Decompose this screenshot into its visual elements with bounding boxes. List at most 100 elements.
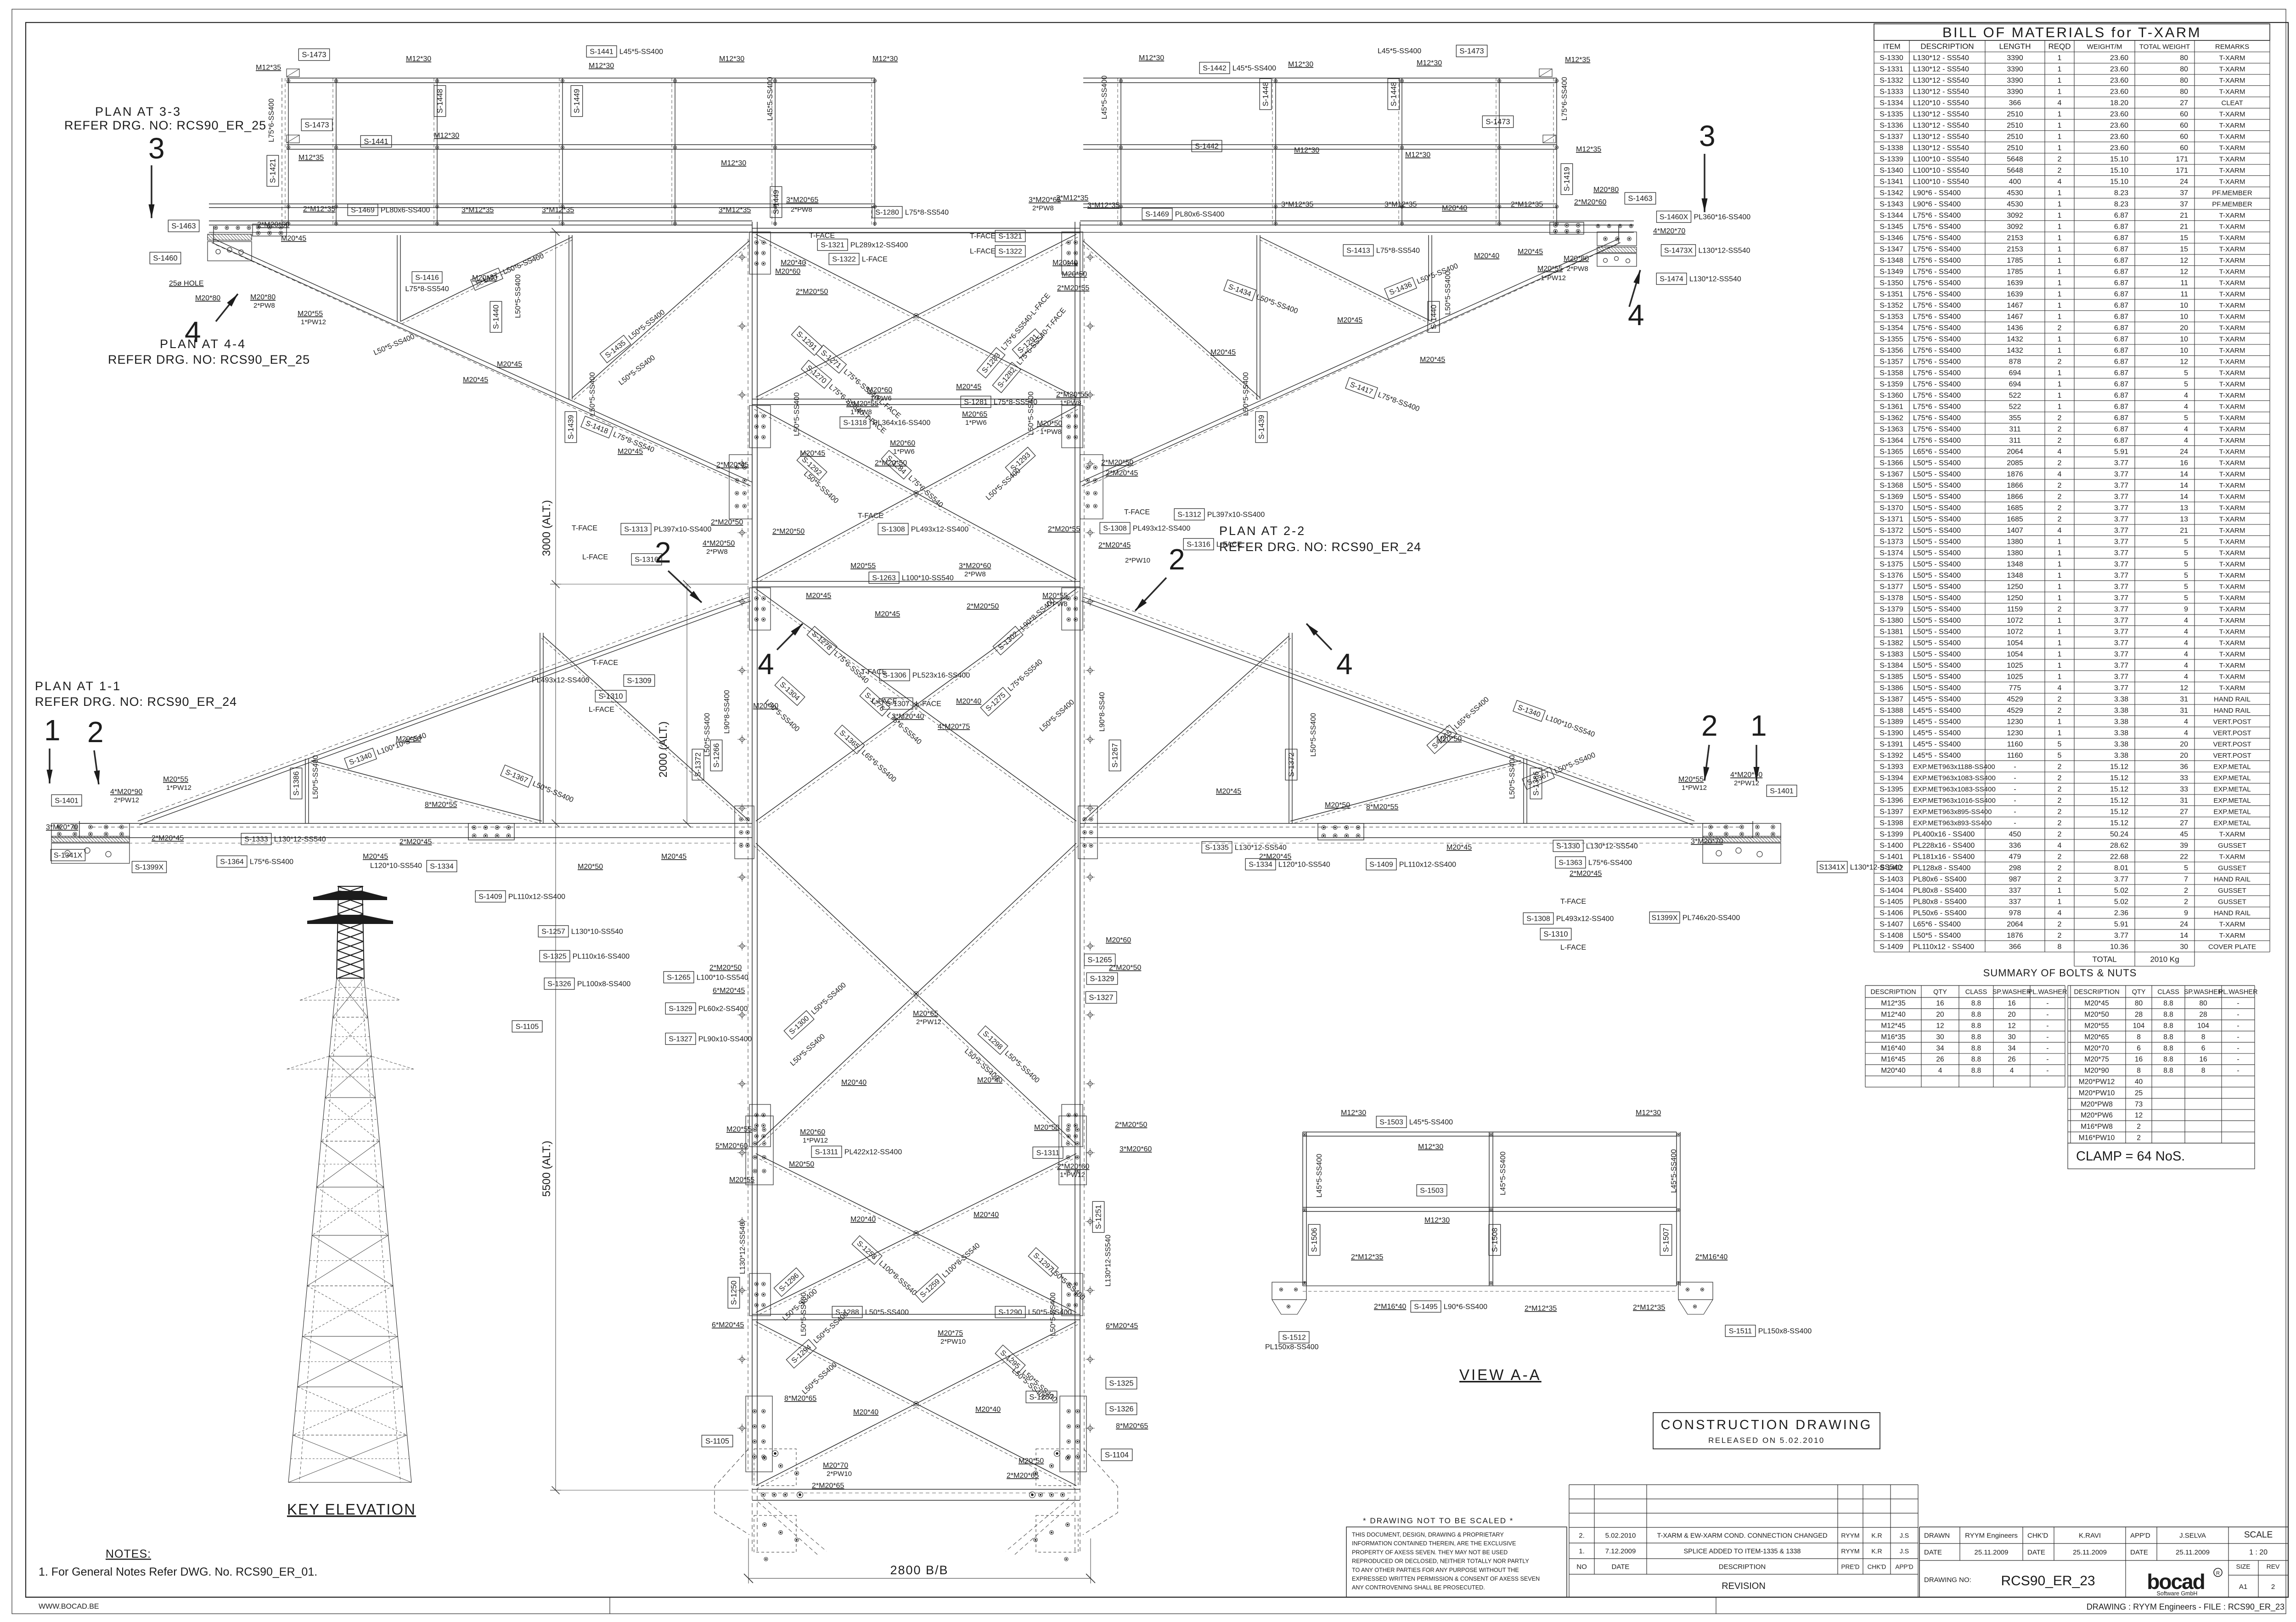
svg-text:T-FACE: T-FACE [1560,898,1586,906]
svg-text:S-1329: S-1329 [1090,975,1114,983]
svg-text:S-1360: S-1360 [1880,392,1903,400]
svg-text:2: 2 [2058,695,2062,703]
svg-text:80: 80 [2199,1000,2207,1008]
svg-text:S-1340: S-1340 [1880,167,1903,175]
svg-text:HAND RAIL: HAND RAIL [2214,707,2251,715]
svg-text:VIEW A-A: VIEW A-A [1459,1366,1542,1383]
svg-text:T-XARM: T-XARM [2219,144,2245,152]
svg-text:3.77: 3.77 [2114,560,2128,568]
svg-text:L-FACE: L-FACE [862,255,888,263]
svg-text:M12*30: M12*30 [872,55,898,63]
svg-text:1348: 1348 [2007,572,2023,580]
svg-text:1: 1 [2058,212,2062,220]
svg-text:L75*6-SS400: L75*6-SS400 [1588,859,1632,867]
svg-text:M20*45: M20*45 [463,376,488,384]
svg-text:1054: 1054 [2007,639,2023,647]
svg-text:6.87: 6.87 [2114,290,2128,298]
svg-text:S-1364: S-1364 [1880,437,1903,445]
svg-text:T-XARM: T-XARM [2219,335,2245,343]
svg-text:1: 1 [2058,380,2062,388]
svg-text:80: 80 [2180,54,2188,62]
svg-text:KEY ELEVATION: KEY ELEVATION [287,1501,416,1518]
svg-text:1407: 1407 [2007,527,2023,535]
svg-text:M20*70: M20*70 [823,1462,848,1470]
svg-text:S-1372: S-1372 [1288,752,1296,777]
svg-text:4: 4 [2184,718,2188,726]
svg-text:S-1473: S-1473 [1486,118,1510,126]
svg-text:1: 1 [2058,54,2062,62]
svg-text:L50*5-SS400: L50*5-SS400 [1049,1292,1057,1336]
svg-text:L-FACE: L-FACE [582,553,608,561]
svg-text:S-1413: S-1413 [1346,247,1370,254]
svg-text:T-XARM: T-XARM [2219,257,2245,265]
svg-text:1: 1 [2058,369,2062,377]
svg-text:L130*12 - SS540: L130*12 - SS540 [1913,88,1969,96]
svg-text:20: 20 [2180,324,2188,332]
svg-text:311: 311 [2009,425,2021,433]
svg-text:3.38: 3.38 [2114,695,2128,703]
svg-text:L45*5-SS400: L45*5-SS400 [1409,1118,1453,1126]
svg-text:PL128x8 - SS400: PL128x8 - SS400 [1913,864,1971,872]
svg-text:4529: 4529 [2007,707,2023,715]
svg-text:T-XARM: T-XARM [2219,650,2245,658]
svg-text:S-1383: S-1383 [1880,650,1903,658]
svg-text:1230: 1230 [2007,718,2023,726]
svg-text:T-XARM: T-XARM [2219,369,2245,377]
svg-text:S-1380: S-1380 [1880,617,1903,625]
svg-text:1054: 1054 [2007,650,2023,658]
svg-text:30: 30 [1936,1033,1944,1041]
svg-text:T-XARM: T-XARM [2219,560,2245,568]
svg-text:PL.WASHER: PL.WASHER [2028,989,2067,996]
svg-text:L45*5-SS400: L45*5-SS400 [1670,1149,1678,1193]
svg-text:S-1311: S-1311 [815,1148,838,1156]
svg-text:S-1311: S-1311 [1036,1149,1060,1157]
svg-text:S-1331: S-1331 [1880,65,1903,73]
svg-text:T-XARM: T-XARM [2219,133,2245,141]
svg-text:23.60: 23.60 [2110,65,2128,73]
svg-text:T-XARM & EW-XARM COND. CONNECT: T-XARM & EW-XARM COND. CONNECTION CHANGE… [1657,1532,1827,1540]
svg-text:S-1280: S-1280 [875,208,899,216]
svg-text:M20*40: M20*40 [956,698,981,705]
svg-text:5: 5 [2184,369,2188,377]
svg-text:S-1473: S-1473 [304,121,329,130]
svg-text:L65*6 - SS400: L65*6 - SS400 [1913,448,1961,456]
svg-text:80: 80 [2135,1000,2143,1008]
svg-text:S-1329: S-1329 [669,1005,692,1013]
svg-text:T-XARM: T-XARM [2219,358,2245,366]
svg-text:60: 60 [2180,133,2188,141]
svg-text:S-1316: S-1316 [635,556,658,563]
svg-text:M20*50: M20*50 [1325,801,1350,809]
svg-text:L50*5 - SS400: L50*5 - SS400 [1913,673,1961,681]
svg-text:S-1441: S-1441 [590,48,613,56]
svg-text:L130*12 - SS540: L130*12 - SS540 [1913,77,1969,84]
svg-text:T-XARM: T-XARM [2219,380,2245,388]
svg-text:1785: 1785 [2007,268,2023,276]
svg-text:987: 987 [2009,875,2021,883]
svg-text:2: 2 [655,536,671,569]
svg-text:S-1316: S-1316 [1187,541,1210,548]
svg-text:2*M20*45: 2*M20*45 [1570,870,1602,878]
svg-text:T-XARM: T-XARM [2219,425,2245,433]
svg-text:1: 1 [2058,594,2062,602]
svg-text:L75*8-SS540: L75*8-SS540 [1376,247,1420,254]
svg-text:RYYM: RYYM [1841,1532,1859,1539]
svg-text:8: 8 [2058,943,2062,951]
svg-text:26: 26 [2008,1056,2015,1064]
svg-text:S-1346: S-1346 [1880,234,1903,242]
svg-text:M20*45: M20*45 [2084,1000,2109,1008]
svg-text:2*M20*55: 2*M20*55 [1056,391,1088,399]
svg-text:S-1339: S-1339 [1880,155,1903,163]
svg-text:2064: 2064 [2007,920,2023,928]
svg-text:S-1392: S-1392 [1880,752,1903,760]
svg-text:3: 3 [148,132,165,165]
svg-text:2*M20*50: 2*M20*50 [1101,459,1133,467]
svg-text:L130*12 - SS540: L130*12 - SS540 [1913,122,1969,130]
svg-text:2*M20*65: 2*M20*65 [1007,1472,1039,1480]
svg-text:M12*30: M12*30 [1139,54,1164,62]
svg-text:L45*5-SS400: L45*5-SS400 [1232,64,1276,72]
svg-text:S-1440: S-1440 [492,304,501,329]
svg-text:M20*55: M20*55 [729,1176,754,1184]
svg-text:24: 24 [2180,448,2188,456]
svg-text:M12*30: M12*30 [1341,1109,1366,1117]
svg-text:6.87: 6.87 [2114,425,2128,433]
